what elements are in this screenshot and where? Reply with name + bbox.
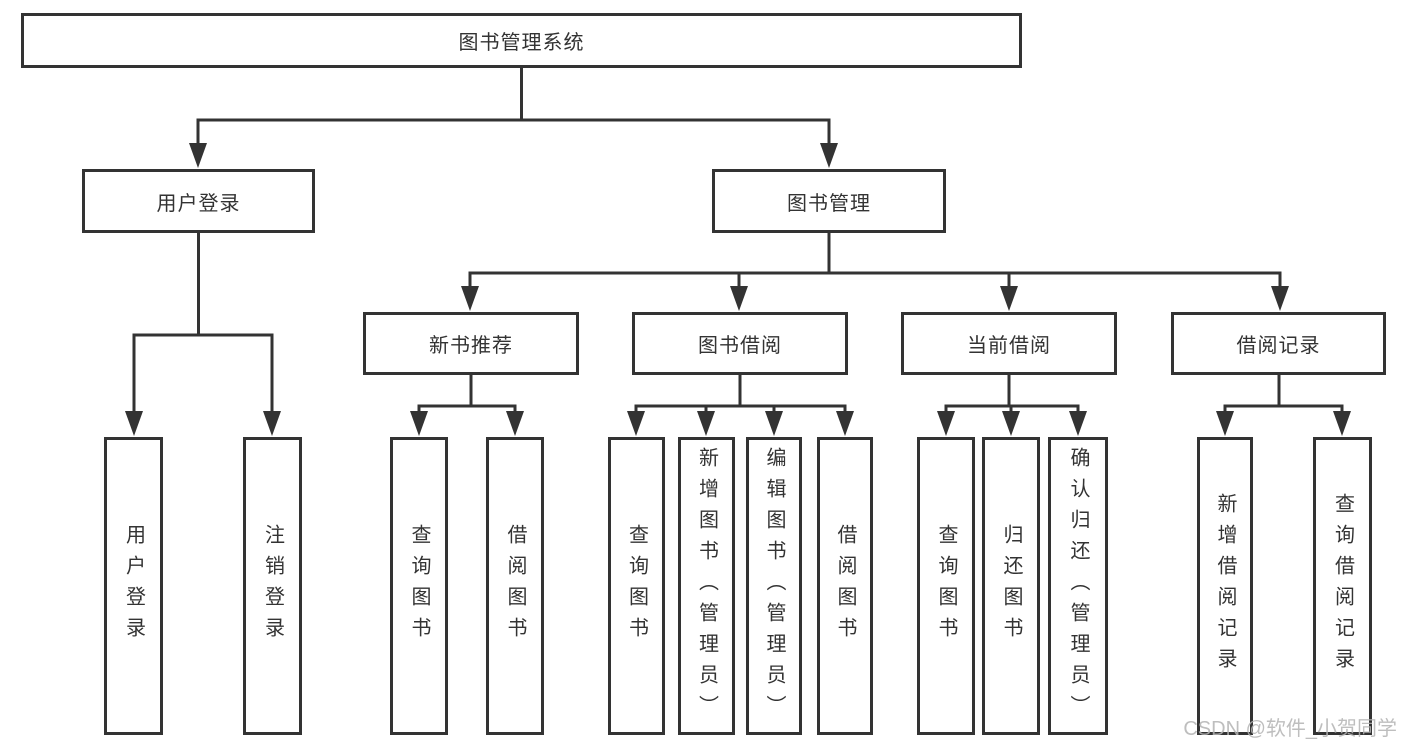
node-system-root-label: 图书管理系统 [458, 32, 585, 54]
node-borrow-records: 借阅记录 [1171, 312, 1386, 375]
leaf-query-borrow-record: 查询借阅记录 [1313, 437, 1372, 735]
leaf-borrow-query-books: 查询图书 [608, 437, 665, 735]
leaf-edit-books-admin-label: 编辑图书（管理员） [763, 446, 785, 726]
node-new-book-recommend-label: 新书推荐 [429, 335, 513, 357]
csdn-watermark: CSDN @软件_小贺同学 [1183, 718, 1397, 740]
leaf-current-query-books: 查询图书 [917, 437, 975, 735]
leaf-borrow-books: 借阅图书 [817, 437, 873, 735]
node-book-borrow-label: 图书借阅 [698, 335, 782, 357]
leaf-add-books-admin: 新增图书（管理员） [678, 437, 735, 735]
node-book-borrow: 图书借阅 [632, 312, 848, 375]
leaf-user-login-label: 用户登录 [122, 524, 145, 648]
leaf-add-borrow-record-label: 新增借阅记录 [1214, 493, 1236, 679]
leaf-confirm-return-admin: 确认归还（管理员） [1048, 437, 1108, 735]
node-current-borrow: 当前借阅 [901, 312, 1117, 375]
leaf-borrow-books-label: 借阅图书 [834, 524, 856, 648]
node-user-login-label: 用户登录 [156, 192, 241, 215]
leaf-confirm-return-admin-label: 确认归还（管理员） [1067, 446, 1089, 726]
leaf-recommend-borrow-books: 借阅图书 [486, 437, 544, 735]
leaf-edit-books-admin: 编辑图书（管理员） [746, 437, 802, 735]
leaf-query-borrow-record-label: 查询借阅记录 [1331, 493, 1354, 679]
node-new-book-recommend: 新书推荐 [363, 312, 579, 375]
leaf-return-books-label: 归还图书 [1000, 524, 1022, 648]
leaf-logout-label: 注销登录 [261, 524, 284, 648]
node-borrow-records-label: 借阅记录 [1236, 335, 1321, 357]
node-book-management-label: 图书管理 [787, 192, 871, 215]
node-current-borrow-label: 当前借阅 [967, 335, 1051, 357]
leaf-recommend-borrow-books-label: 借阅图书 [504, 524, 526, 648]
leaf-user-login: 用户登录 [104, 437, 163, 735]
leaf-logout: 注销登录 [243, 437, 302, 735]
leaf-add-books-admin-label: 新增图书（管理员） [695, 446, 718, 726]
leaf-add-borrow-record: 新增借阅记录 [1197, 437, 1253, 735]
leaf-current-query-books-label: 查询图书 [935, 524, 957, 648]
leaf-recommend-query-books-label: 查询图书 [408, 524, 430, 648]
node-book-management: 图书管理 [712, 169, 946, 233]
leaf-return-books: 归还图书 [982, 437, 1040, 735]
node-system-root: 图书管理系统 [21, 13, 1022, 68]
leaf-recommend-query-books: 查询图书 [390, 437, 448, 735]
leaf-borrow-query-books-label: 查询图书 [625, 524, 648, 648]
node-user-login: 用户登录 [82, 169, 315, 233]
